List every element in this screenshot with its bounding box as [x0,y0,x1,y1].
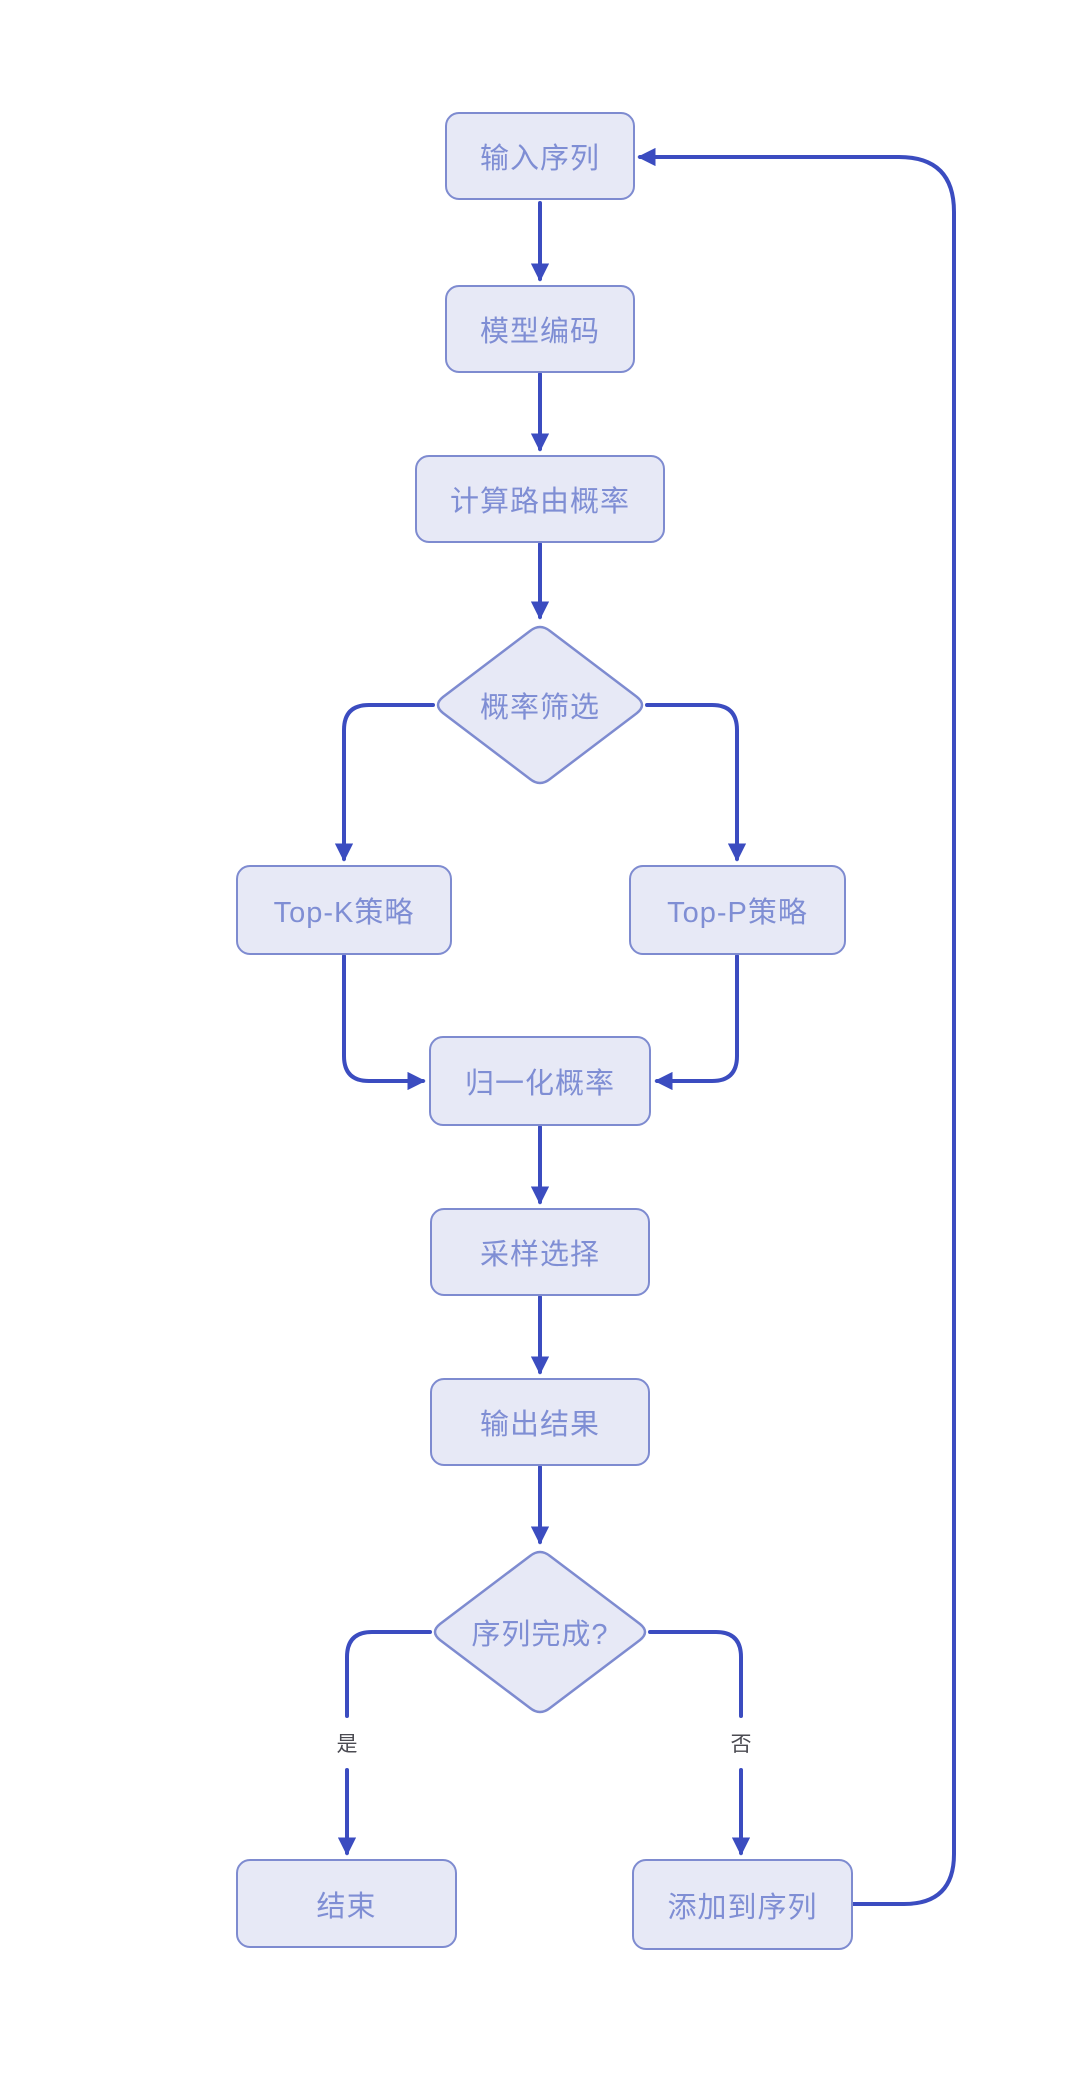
node-normalize-probability: 归一化概率 [429,1036,651,1126]
edge-label-yes: 是 [324,1721,370,1765]
node-model-encode: 模型编码 [445,285,635,373]
edge-append-loop-to-input [637,147,956,1906]
edge-label-no: 否 [718,1721,764,1765]
edge-filter-to-topk [334,703,435,862]
edge-done-to-end-upper [345,1630,432,1718]
node-input-sequence: 输入序列 [445,112,635,200]
node-sampling-select: 采样选择 [430,1208,650,1296]
node-sequence-done-label: 序列完成? [471,1619,609,1651]
node-output-result: 输出结果 [430,1378,650,1466]
edge-done-to-append-upper [648,1630,743,1718]
node-append-to-sequence: 添加到序列 [632,1859,853,1950]
edge-topk-to-normalize [342,954,426,1091]
decision-diamond-sequence-done [433,1550,647,1714]
edge-topp-to-normalize [654,954,739,1091]
node-probability-filter-label: 概率筛选 [479,692,600,724]
node-end: 结束 [236,1859,457,1948]
decision-diamond-probability-filter [436,625,644,785]
node-top-p-strategy: Top-P策略 [629,865,846,955]
node-compute-routing-probability: 计算路由概率 [415,455,665,543]
edge-filter-to-topp [645,703,747,862]
node-top-k-strategy: Top-K策略 [236,865,452,955]
